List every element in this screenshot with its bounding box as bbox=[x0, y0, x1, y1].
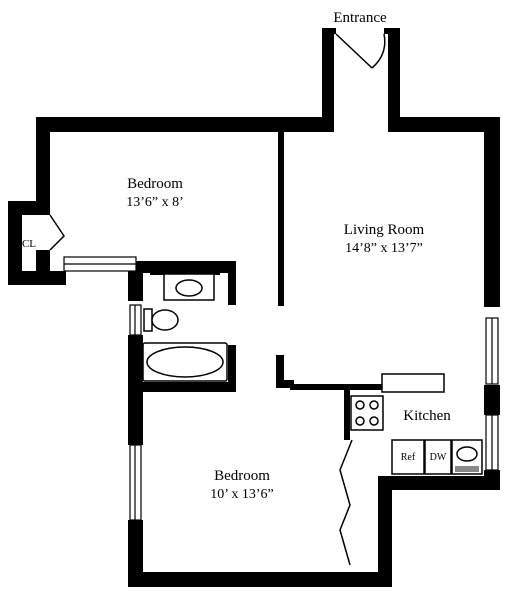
kitchen-name: Kitchen bbox=[403, 408, 451, 424]
wall-bath-sink-counter bbox=[150, 270, 220, 275]
wall-right-upper bbox=[484, 117, 500, 307]
dishwasher-icon bbox=[424, 439, 452, 475]
bathtub-basin-icon bbox=[146, 346, 224, 378]
wall-left-bedroom2-lower bbox=[128, 520, 143, 587]
wall-closet-right-lower bbox=[36, 250, 50, 285]
wall-bedroom1-left bbox=[36, 117, 50, 215]
entrance-door bbox=[335, 33, 373, 69]
stove-icon bbox=[350, 395, 384, 431]
kitchen-fixtures bbox=[350, 373, 483, 475]
walls bbox=[8, 28, 500, 587]
closet-label: CL bbox=[22, 238, 36, 250]
wall-column-small-base bbox=[276, 380, 294, 388]
wall-kitchen-step bbox=[378, 476, 392, 586]
bedroom2-door bbox=[339, 439, 353, 566]
entrance-door-arc bbox=[371, 33, 386, 69]
toilet-bowl-icon bbox=[151, 309, 179, 331]
wall-entrance-left bbox=[322, 28, 334, 132]
wall-kitchen-left bbox=[344, 390, 350, 440]
wall-closet-left bbox=[8, 201, 22, 285]
windows bbox=[63, 256, 499, 521]
toilet-tank-icon bbox=[143, 308, 153, 332]
bedroom2-name: Bedroom bbox=[214, 468, 270, 484]
wall-top-left bbox=[36, 117, 334, 132]
wall-bath-right-upper bbox=[228, 261, 236, 305]
wall-partition bbox=[278, 130, 284, 306]
closet-door bbox=[49, 214, 65, 251]
wall-entrance-top-left bbox=[322, 28, 336, 34]
refrigerator-icon bbox=[391, 439, 425, 475]
wall-entrance-right bbox=[388, 28, 400, 132]
bedroom1-size: 13’6” x 8’ bbox=[126, 195, 184, 210]
wall-column-small bbox=[276, 355, 284, 385]
bathroom-fixtures bbox=[142, 273, 228, 382]
dishwasher-label: DW bbox=[430, 452, 447, 463]
living-room-size: 14’8” x 13’7” bbox=[345, 241, 423, 256]
wall-bath-bottom bbox=[128, 382, 236, 392]
entrance-label: Entrance bbox=[333, 10, 387, 26]
bedroom1-name: Bedroom bbox=[127, 176, 183, 192]
wall-kitchen-top bbox=[290, 384, 394, 390]
doors bbox=[49, 33, 386, 566]
counter-icon bbox=[381, 373, 445, 393]
wall-bottom bbox=[128, 572, 392, 587]
refrigerator-label: Ref bbox=[401, 452, 416, 463]
bath-sink-icon bbox=[175, 279, 203, 297]
wall-right-mid bbox=[484, 385, 500, 415]
bedroom2-size: 10’ x 13’6” bbox=[210, 487, 274, 502]
wall-bath-right-lower bbox=[228, 345, 236, 389]
wall-kitchen-bottom bbox=[380, 476, 500, 490]
living-room-name: Living Room bbox=[344, 222, 425, 238]
wall-entrance-top-right bbox=[384, 28, 400, 34]
wall-top-right bbox=[388, 117, 500, 132]
